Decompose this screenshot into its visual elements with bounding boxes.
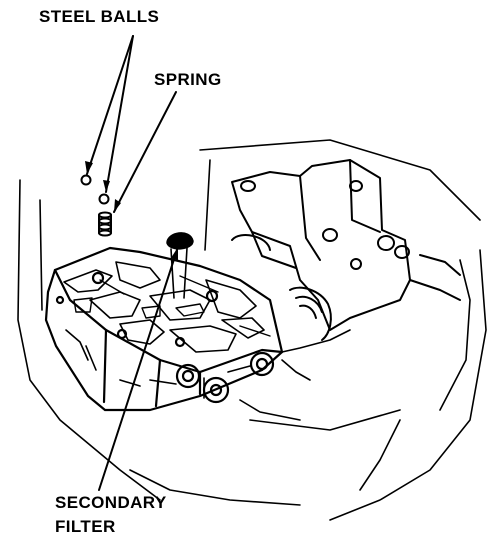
spring [98, 211, 112, 237]
leader-line-steel-ball-2 [105, 35, 134, 193]
leader-line-secondary-filter [98, 246, 179, 491]
valve-body [44, 246, 284, 412]
leader-lines [86, 35, 179, 491]
secondary-filter [166, 232, 194, 299]
steel-ball [80, 174, 92, 186]
steel-ball [98, 193, 110, 205]
leader-line-spring [113, 91, 177, 213]
secondary-filter-label-line1: SECONDARY [55, 493, 167, 512]
secondary-filter-label-line2: FILTER [55, 517, 116, 536]
steel-balls-label: STEEL BALLS [39, 7, 160, 26]
leader-line-steel-ball-1 [86, 35, 134, 175]
arrowheads [85, 161, 178, 260]
transmission-housing [17, 139, 487, 521]
separator-plate [239, 329, 351, 421]
spring-label: SPRING [154, 70, 222, 89]
steel-balls [80, 174, 110, 205]
secondary-filter-label: SECONDARY FILTER [55, 491, 167, 539]
servo-assembly [231, 159, 461, 341]
